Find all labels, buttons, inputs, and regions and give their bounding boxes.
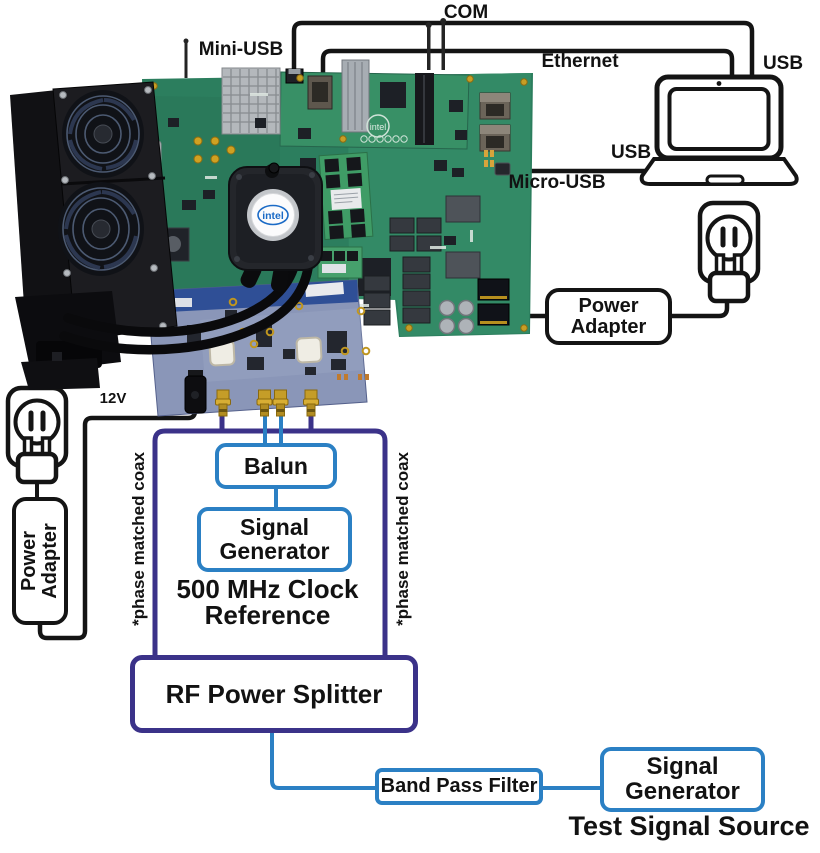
power-adapter-wall-line2: Adapter [570, 315, 647, 338]
radiator-fans [10, 81, 178, 390]
test-siggen-line2: Generator [625, 777, 740, 805]
label-mini-usb: Mini-USB [198, 39, 284, 60]
outlet-socket [13, 398, 61, 446]
power-adapter-12v-line1: Power [18, 530, 40, 592]
vrm-inductors [363, 217, 442, 326]
balun-label: Balun [244, 452, 308, 479]
laptop-webcam-dot [716, 81, 722, 86]
pump-block [15, 291, 121, 390]
cable-power-left-12v [37, 400, 198, 641]
label-usb-laptop: USB [610, 142, 652, 163]
plug-body [707, 270, 751, 304]
micro-usb-port [494, 162, 511, 176]
ram-module-small [317, 246, 363, 279]
small-caps [484, 150, 494, 167]
splitter-to-bpf [270, 731, 377, 790]
ram-module [318, 151, 374, 241]
power-adapter-wall-line1: Power [578, 294, 639, 317]
label-ethernet: Ethernet [541, 51, 619, 72]
outlet-slot [40, 410, 46, 432]
cpu-cooler: intel [228, 162, 323, 293]
test-siggen-line1: Signal [646, 752, 719, 780]
sfp-cage [341, 59, 370, 133]
pin-grid-heatsink [221, 67, 281, 135]
pcb-intel-print-text: intel [370, 122, 387, 132]
fan-1 [62, 90, 144, 178]
label-micro-usb: Micro-USB [508, 172, 606, 193]
power-sata-connectors [477, 278, 510, 326]
capacitors [438, 299, 475, 335]
band-pass-filter-box: Band Pass Filter [375, 768, 543, 805]
clock-siggen-line2: Generator [219, 537, 330, 564]
clock-signal-generator-box: Signal Generator [197, 507, 352, 572]
board-top-pins [183, 18, 447, 78]
plug-body [15, 451, 59, 485]
test-signal-source-caption: Test Signal Source [568, 811, 810, 841]
cable-power-right-plug [670, 299, 730, 319]
ethernet-port [307, 75, 333, 110]
outlet-slot [732, 226, 738, 248]
mezzanine-card [146, 279, 371, 417]
coax-bus [152, 428, 388, 658]
outlet-socket [705, 214, 753, 262]
intel-logo-text: intel [262, 210, 284, 222]
cable-ethernet [320, 48, 735, 84]
label-com: COM [443, 2, 489, 23]
transformer-blocks [445, 195, 481, 279]
clock-reference-caption: 500 MHz Clock Reference [160, 576, 375, 628]
rj45-jacks [479, 92, 511, 152]
laptop-icon [639, 74, 799, 186]
laptop-base [639, 157, 799, 186]
label-12v: 12V [99, 390, 127, 407]
laptop-front-notch [705, 174, 745, 186]
laptop-screen [667, 87, 771, 151]
clock-ref-line2: Reference [204, 600, 331, 630]
rf-power-splitter-box: RF Power Splitter [130, 655, 418, 733]
sma-edge-connectors [215, 389, 319, 417]
fan-2 [58, 182, 144, 276]
label-usb-top: USB [762, 53, 804, 74]
label-phase-coax-right: *phase matched coax [393, 452, 413, 626]
board-sma-jacks [193, 136, 236, 164]
outlet-plug-icon-left [5, 385, 69, 485]
power-adapter-12v-line2: Adapter [39, 523, 61, 599]
pcb-intel-print: intel [360, 114, 408, 143]
outlet-slot [28, 410, 34, 432]
rf-power-splitter-label: RF Power Splitter [165, 678, 383, 709]
balun-box: Balun [215, 443, 337, 489]
clock-siggen-line1: Signal [239, 513, 309, 540]
mezzanine-label [305, 282, 344, 297]
outlet-slot [720, 226, 726, 248]
clock-ref-line1: 500 MHz Clock [176, 574, 359, 604]
test-signal-generator-box: Signal Generator [600, 747, 765, 812]
power-adapter-wall-box: Power Adapter [545, 288, 672, 345]
outlet-plug-icon-right [697, 200, 761, 304]
mezzanine-chip [295, 336, 323, 364]
intel-logo: intel [257, 204, 289, 226]
band-pass-filter-label: Band Pass Filter [380, 775, 538, 797]
cable-com [291, 20, 755, 80]
barrel-power-jack [184, 370, 207, 414]
label-phase-coax-left: *phase matched coax [129, 452, 149, 626]
dev-board-photo: intel [10, 18, 533, 417]
power-adapter-12v-text: Power Adapter [18, 497, 61, 625]
power-adapter-12v-box: Power Adapter [12, 497, 68, 625]
